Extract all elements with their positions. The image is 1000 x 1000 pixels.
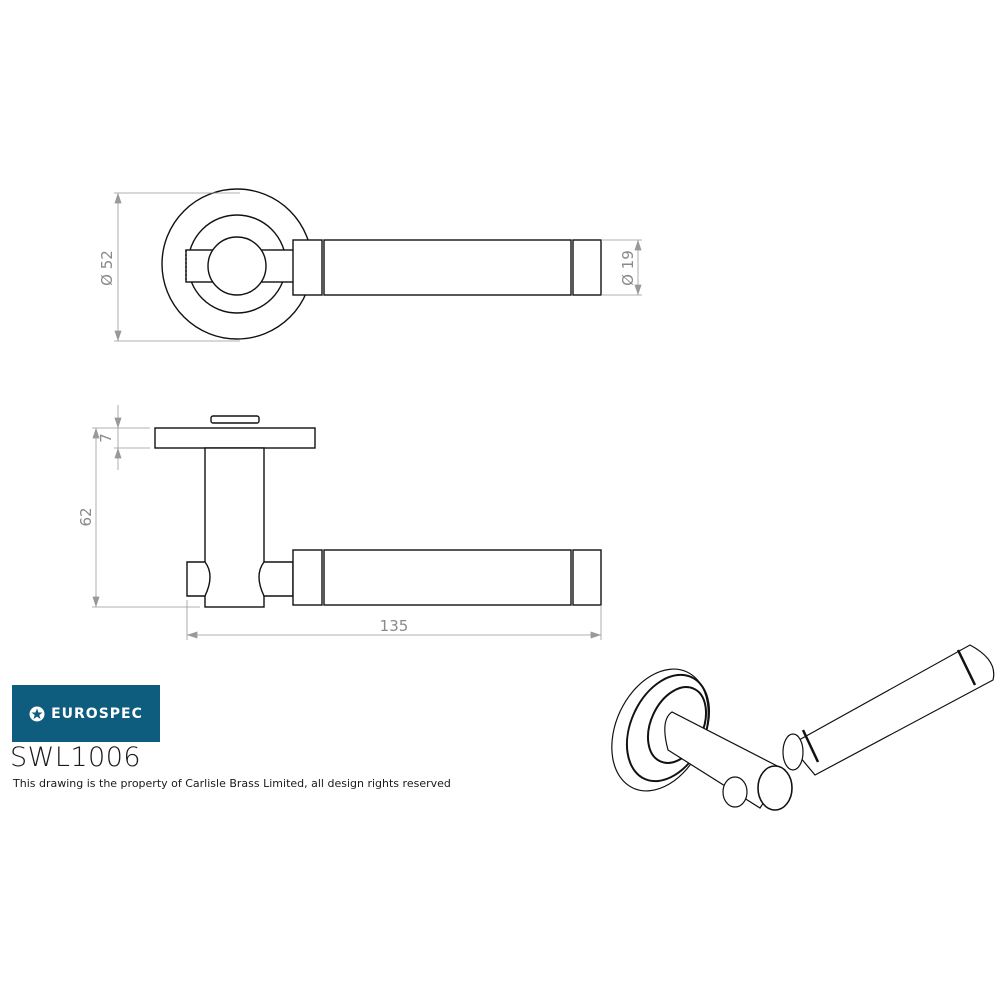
isometric-view	[611, 644, 995, 811]
lever-length-label: 135	[380, 617, 409, 635]
front-view	[161, 188, 602, 340]
projection-label: 62	[77, 507, 95, 526]
star-circle-icon	[29, 706, 45, 721]
top-view	[154, 415, 602, 608]
eurospec-logo: EUROSPEC	[12, 685, 160, 742]
lever-diameter-label: Ø 19	[619, 250, 637, 286]
copyright-notice: This drawing is the property of Carlisle…	[13, 777, 451, 790]
brand-name: EUROSPEC	[51, 705, 143, 722]
model-number: SWL1006	[10, 742, 142, 773]
rose-thickness-label: 7	[97, 433, 115, 443]
rose-diameter-label: Ø 52	[98, 250, 116, 286]
